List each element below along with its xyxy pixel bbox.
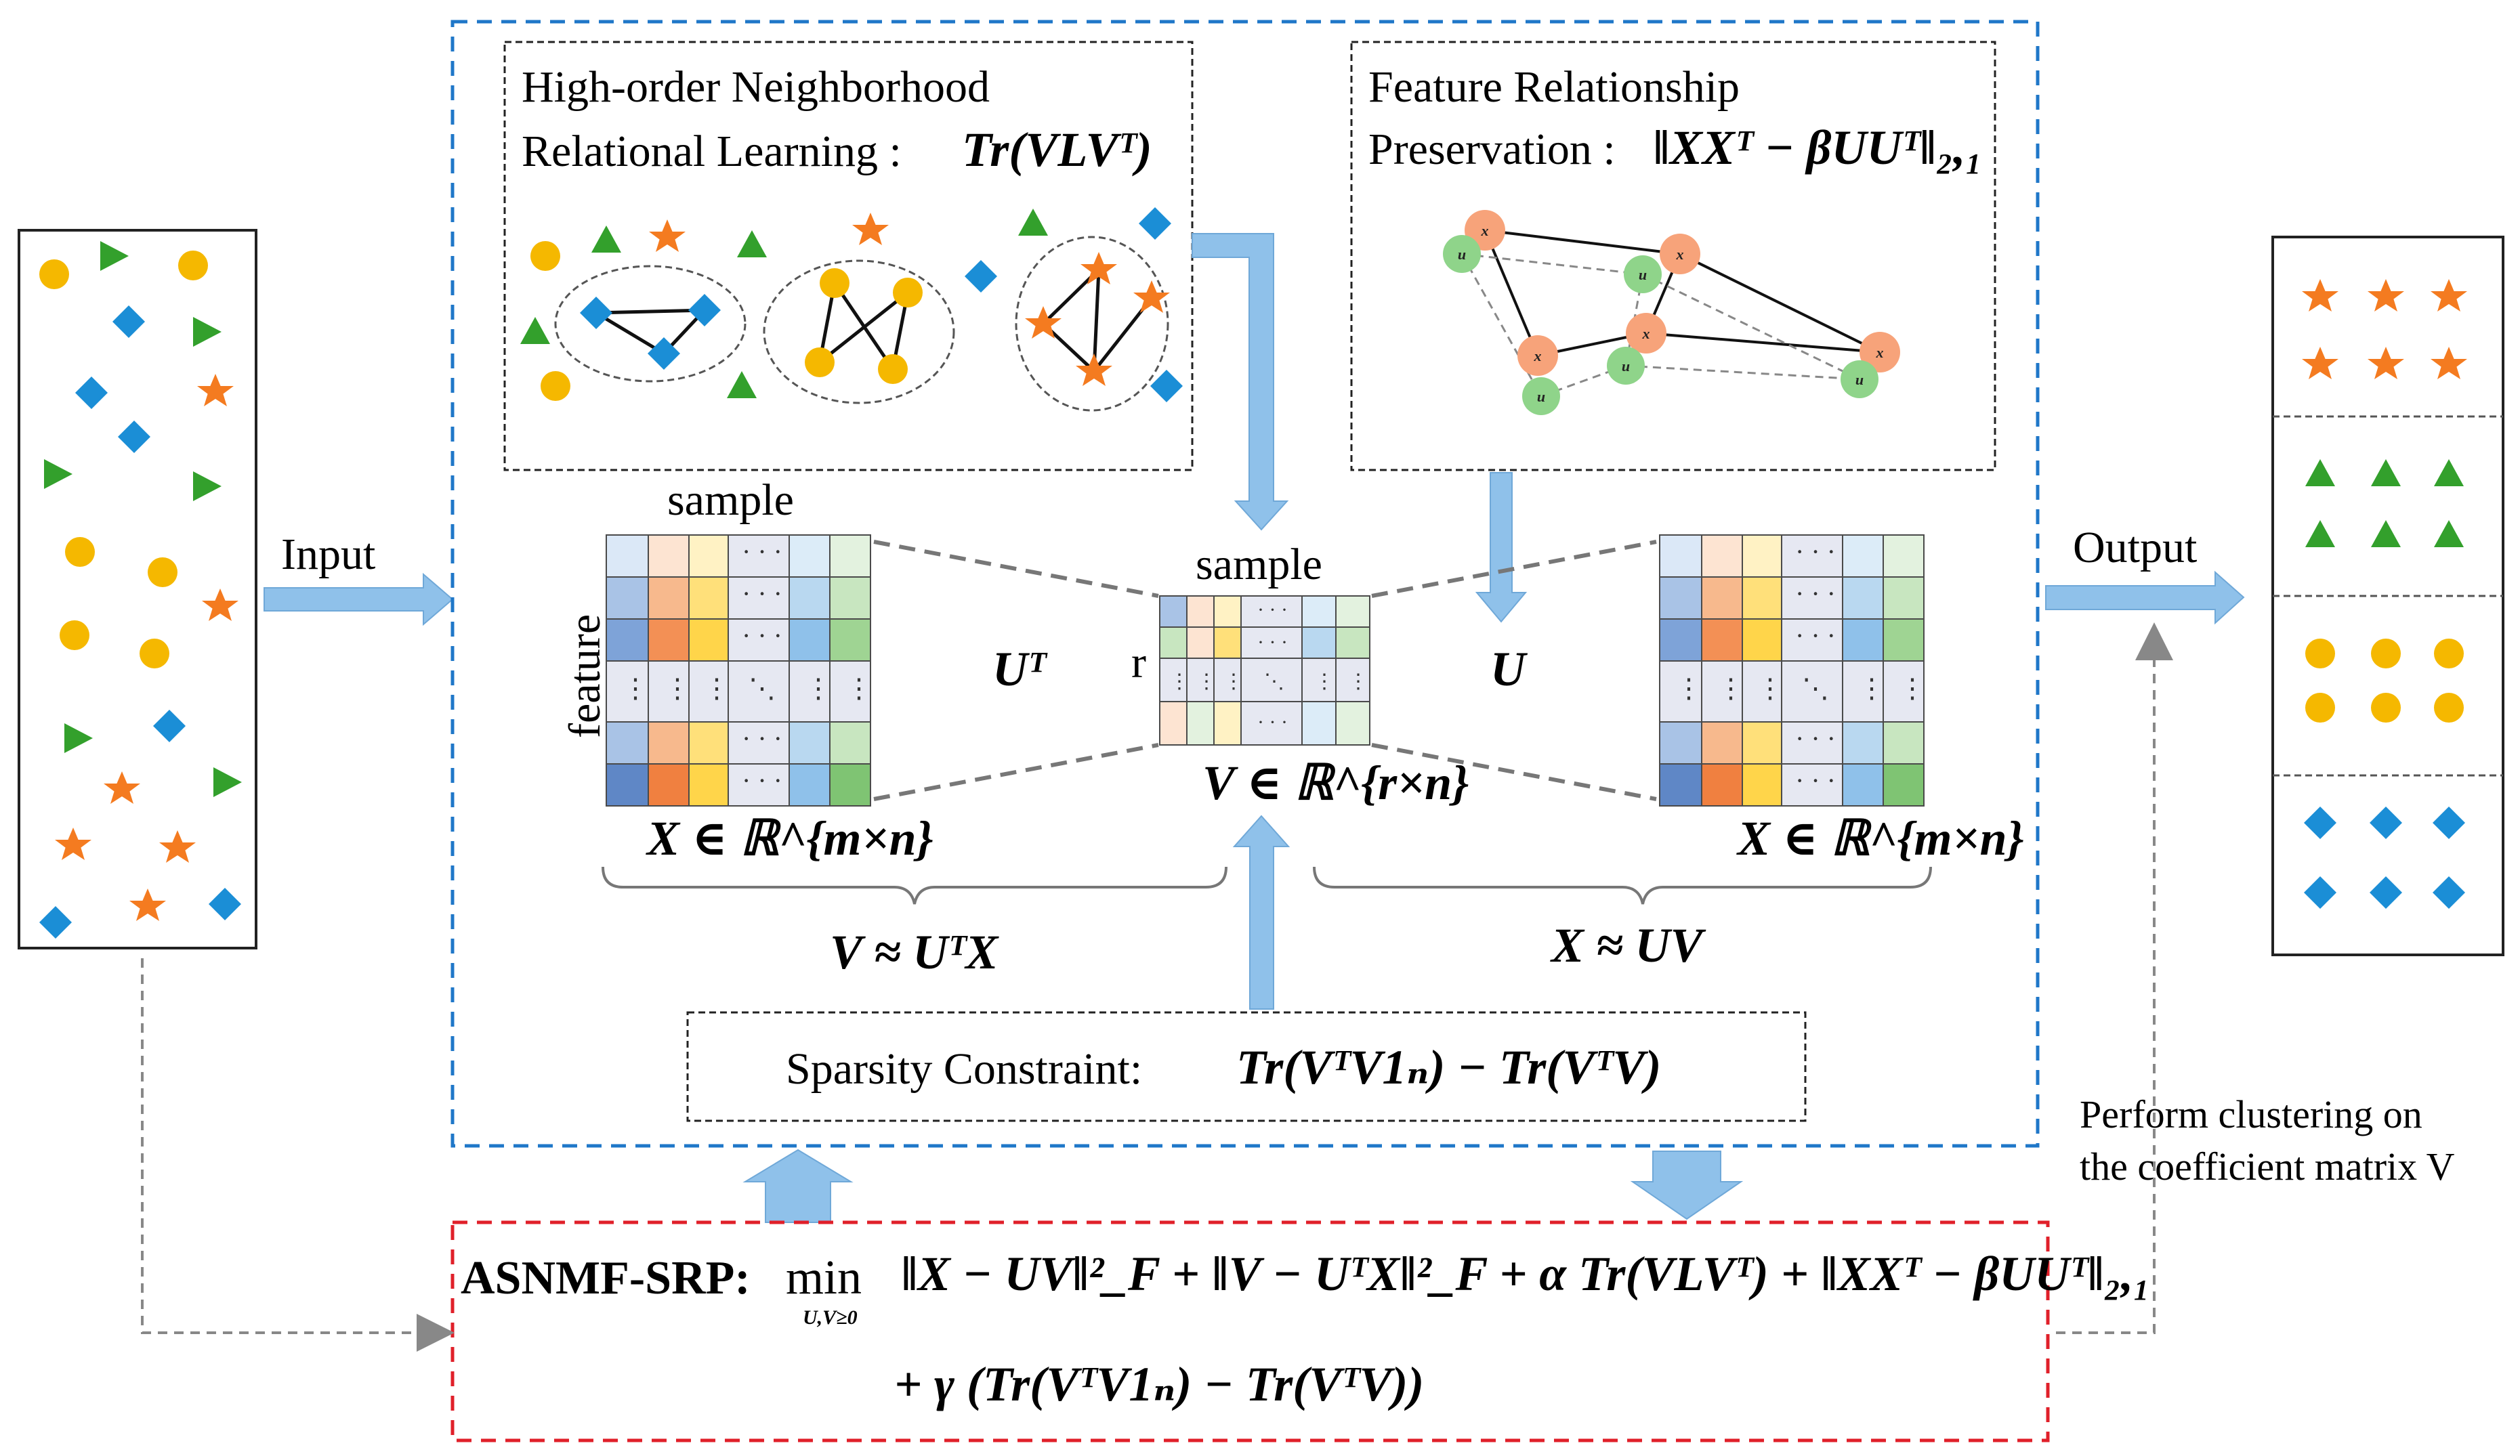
svg-text:· · ·: · · · bbox=[1795, 578, 1836, 609]
input-to-objective-connector bbox=[141, 958, 455, 1352]
input-data-panel bbox=[18, 229, 257, 949]
objective-line2: + γ (Tr(VᵀV1ₙ) − Tr(VᵀV)) bbox=[894, 1357, 1424, 1411]
svg-text:⋮: ⋮ bbox=[805, 673, 832, 704]
svg-text:· · ·: · · · bbox=[1795, 620, 1836, 651]
sparsity-formula: Tr(VᵀV1ₙ) − Tr(VᵀV) bbox=[1236, 1040, 1661, 1094]
output-arrow: Output bbox=[2045, 523, 2245, 625]
svg-text:⋮: ⋮ bbox=[1223, 670, 1244, 693]
svg-text:⋮: ⋮ bbox=[1899, 673, 1926, 704]
svg-text:· · ·: · · · bbox=[1795, 765, 1836, 796]
svg-text:⋮: ⋮ bbox=[703, 673, 730, 704]
projection-lines bbox=[873, 540, 1657, 801]
svg-text:x: x bbox=[1642, 325, 1650, 342]
braces bbox=[602, 866, 1932, 905]
svg-text:· · ·: · · · bbox=[1795, 723, 1836, 754]
svg-text:u: u bbox=[1537, 388, 1545, 405]
objective-line1: ‖X − UV‖²_F + ‖V − UᵀX‖²_F + α Tr(VLVᵀ) … bbox=[901, 1247, 2150, 1301]
high-order-to-v-arrow bbox=[1192, 233, 1289, 531]
svg-text:⋱: ⋱ bbox=[1264, 670, 1284, 693]
svg-text:⋮: ⋮ bbox=[1169, 670, 1190, 693]
sample-label-mid: sample bbox=[1196, 540, 1322, 589]
high-order-title-line2: Relational Learning : bbox=[522, 127, 902, 176]
svg-text:⋮: ⋮ bbox=[1757, 673, 1784, 704]
svg-text:x: x bbox=[1676, 246, 1684, 263]
svg-text:x: x bbox=[1876, 344, 1884, 361]
svg-text:· · ·: · · · bbox=[742, 536, 782, 567]
clustering-note-line1: Perform clustering on bbox=[2080, 1092, 2422, 1136]
x-right-caption: X ∈ ℝ^{m×n} bbox=[1736, 811, 2024, 865]
sparsity-to-v-arrow bbox=[1232, 815, 1290, 1010]
svg-text:x: x bbox=[1534, 347, 1542, 364]
v-caption: V ∈ ℝ^{r×n} bbox=[1202, 756, 1469, 810]
svg-text:u: u bbox=[1622, 358, 1630, 374]
ut-label: Uᵀ bbox=[992, 642, 1048, 696]
svg-text:x: x bbox=[1481, 222, 1489, 239]
output-clusters-panel bbox=[2271, 236, 2504, 956]
svg-text:⋮: ⋮ bbox=[1314, 670, 1335, 693]
model-to-objective-arrow bbox=[1630, 1151, 1744, 1220]
objective-min-sub: U,V≥0 bbox=[803, 1306, 858, 1329]
svg-text:⋱: ⋱ bbox=[749, 673, 776, 704]
svg-text:⋮: ⋮ bbox=[1858, 673, 1885, 704]
objective-to-output-connector bbox=[2056, 622, 2173, 1334]
x-left-caption: X ∈ ℝ^{m×n} bbox=[646, 811, 933, 865]
sparsity-label: Sparsity Constraint: bbox=[786, 1044, 1142, 1094]
svg-text:· · ·: · · · bbox=[1257, 599, 1288, 621]
objective-name: ASNMF-SRP: bbox=[461, 1252, 751, 1304]
svg-text:⋮: ⋮ bbox=[1675, 673, 1702, 704]
svg-text:⋮: ⋮ bbox=[1196, 670, 1217, 693]
feature-to-u-arrow bbox=[1475, 472, 1528, 623]
high-order-panel: High-order Neighborhood Relational Learn… bbox=[503, 41, 1194, 471]
clustering-note-line2: the coefficient matrix V bbox=[2080, 1144, 2455, 1189]
matrix-v: sample r bbox=[1131, 540, 1469, 810]
high-order-formula: Tr(VLVᵀ) bbox=[962, 123, 1152, 177]
main-model-box bbox=[450, 20, 2040, 1148]
svg-text:u: u bbox=[1639, 266, 1647, 283]
input-arrow: Input bbox=[264, 530, 454, 626]
feature-label: feature bbox=[560, 614, 610, 738]
matrix-x-left: sample feature bbox=[560, 475, 933, 865]
matrix-x-right: · · · · · · · · · · · · · · · ⋮ ⋮ ⋮ ⋱ ⋮ ⋮ X … bbox=[1659, 534, 2024, 865]
svg-text:⋱: ⋱ bbox=[1802, 673, 1829, 704]
svg-text:· · ·: · · · bbox=[742, 620, 782, 651]
svg-text:⋮: ⋮ bbox=[845, 673, 873, 704]
svg-text:⋮: ⋮ bbox=[664, 673, 691, 704]
svg-text:· · ·: · · · bbox=[1257, 711, 1288, 733]
objective-box: ASNMF-SRP: min U,V≥0 ‖X − UV‖²_F + ‖V − … bbox=[450, 1220, 2150, 1442]
svg-text:u: u bbox=[1458, 246, 1466, 263]
svg-text:u: u bbox=[1855, 371, 1864, 388]
x-approx: X ≈ UV bbox=[1550, 918, 1706, 972]
u-label: U bbox=[1490, 642, 1528, 696]
objective-to-model-arrow bbox=[742, 1149, 854, 1223]
sparsity-box: Sparsity Constraint: Tr(VᵀV1ₙ) − Tr(VᵀV) bbox=[686, 1011, 1807, 1122]
svg-text:⋮: ⋮ bbox=[622, 673, 649, 704]
svg-text:· · ·: · · · bbox=[742, 723, 782, 754]
feature-rel-formula: ‖XXᵀ − βUUᵀ‖₂,₁ bbox=[1653, 121, 1983, 175]
high-order-title-line1: High-order Neighborhood bbox=[522, 62, 990, 112]
svg-text:· · ·: · · · bbox=[1795, 536, 1836, 567]
feature-rel-title-line1: Feature Relationship bbox=[1368, 62, 1740, 112]
feature-relationship-panel: Feature Relationship Preservation : ‖XXᵀ… bbox=[1350, 41, 1996, 471]
svg-text:· · ·: · · · bbox=[1257, 631, 1288, 654]
svg-text:⋮: ⋮ bbox=[1717, 673, 1744, 704]
feature-rel-title-line2: Preservation : bbox=[1368, 125, 1616, 174]
objective-min: min bbox=[786, 1250, 862, 1304]
sample-label-left: sample bbox=[667, 475, 794, 525]
svg-text:· · ·: · · · bbox=[742, 578, 782, 609]
output-label: Output bbox=[2073, 523, 2197, 572]
r-label: r bbox=[1131, 638, 1146, 687]
svg-text:· · ·: · · · bbox=[742, 765, 782, 796]
v-approx: V ≈ UᵀX bbox=[830, 925, 999, 979]
svg-text:⋮: ⋮ bbox=[1348, 670, 1368, 693]
input-label: Input bbox=[281, 530, 375, 579]
